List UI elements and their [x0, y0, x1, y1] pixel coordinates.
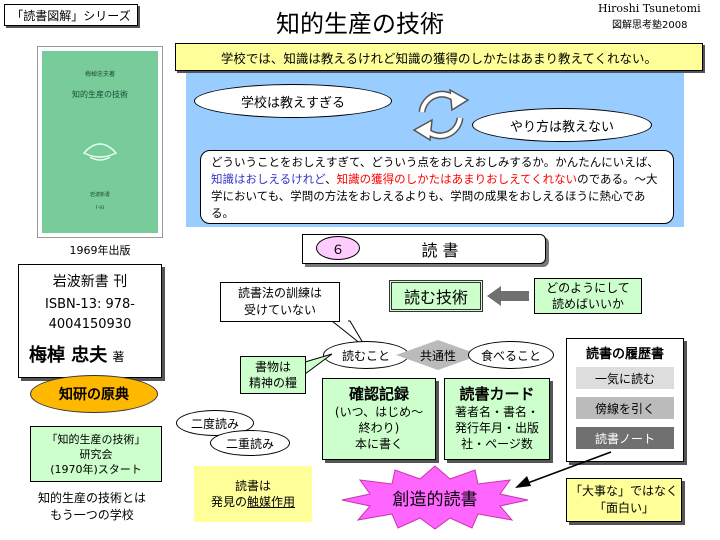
- chapter-title: 読 書: [421, 241, 459, 260]
- history-item-quick-read: 一気に読む: [576, 367, 674, 389]
- history-title: 読書の履歴書: [585, 347, 664, 362]
- caption-line-1: 知的生産の技術とは: [37, 491, 146, 505]
- creative-reading-label: 創造的読書: [392, 489, 478, 510]
- card-line-3: 社・ページ数: [461, 437, 533, 451]
- publisher: 岩波新書 刊: [52, 274, 128, 290]
- training-line-1: 読書法の訓練は: [237, 286, 322, 300]
- series-tag: 「読書図解」シリーズ: [4, 4, 138, 26]
- reading-ellipse: 読むこと: [323, 341, 409, 369]
- double-read-ellipse: 二重読み: [210, 430, 290, 456]
- explanation-comma: 、: [325, 172, 337, 186]
- cover-author: 梅棹忠夫著: [84, 71, 115, 78]
- left-arrow-icon: [487, 286, 529, 306]
- cover-publisher: 岩波新書: [89, 192, 110, 198]
- another-school-caption: 知的生産の技術とは もう一つの学校: [8, 490, 176, 524]
- caption-line-2: もう一つの学校: [50, 508, 134, 522]
- history-to-creative-arrow-icon: [515, 451, 612, 488]
- study-group-line-3: (1970年)スタート: [50, 462, 142, 476]
- catalyst-text: 触媒作用: [247, 495, 296, 509]
- book-author: 梅棹 忠夫 著: [29, 341, 159, 367]
- commonality-diamond: [396, 340, 480, 370]
- headline-box: 学校では、知識は教えるけれど知識の獲得のしかたはあまり教えてくれない。: [175, 43, 703, 71]
- cover-number: F-93: [95, 205, 105, 210]
- food-line-1: 書物は: [254, 360, 291, 374]
- history-item-underline: 傍線を引く: [576, 397, 674, 419]
- method-not-taught-ellipse: やり方は教えない: [472, 108, 652, 142]
- reading-card-box: 読書カード 著者名・書名・ 発行年月・出版 社・ページ数: [444, 378, 550, 460]
- training-line-2: 受けていない: [243, 303, 316, 317]
- discovery-box: 読書は 発見の触媒作用: [194, 466, 312, 522]
- commonality-label: 共通性: [419, 348, 456, 363]
- record-line-2: 終わり): [358, 421, 400, 435]
- confirmation-record-box: 確認記録 (いつ、はじめ～ 終わり) 本に書く: [322, 378, 436, 460]
- card-title: 読書カード: [459, 385, 535, 403]
- explanation-text-1: どういうことをおしえすぎて、どういう点をおしえおしみするか。かんたんにいえば、: [211, 155, 659, 169]
- explanation-acquisition: 知識の獲得のしかたはあまりおしえてくれない: [336, 172, 578, 186]
- study-group-box: 「知的生産の技術」 研究会 (1970年)スタート: [30, 426, 162, 482]
- cover-panel: 梅棹忠夫著 知的生産の技術 岩波新書 F-93: [42, 51, 158, 233]
- discovery-line-1: 読書は: [234, 479, 271, 493]
- cycle-arrows-icon: [412, 88, 470, 142]
- publication-year: 1969年出版: [69, 244, 131, 257]
- book-author-suffix: 著: [112, 350, 125, 364]
- card-line-2: 発行年月・出版: [454, 421, 539, 435]
- record-line-1: (いつ、はじめ～: [334, 405, 424, 419]
- classic-badge: 知研の原典: [30, 375, 158, 413]
- explanation-box: どういうことをおしえすぎて、どういう点をおしえおしみするか。かんたんにいえば、知…: [200, 150, 674, 224]
- food-line-2: 精神の糧: [248, 376, 297, 390]
- how-to-read-line-1: どのようにして: [546, 281, 630, 295]
- interesting-line-1: 「大事な」ではなく: [569, 484, 678, 498]
- isbn-line-1: ISBN-13: 978-: [45, 297, 135, 312]
- book-author-name: 梅棹 忠夫: [29, 345, 108, 366]
- reading-technique-box: 読む技術: [389, 280, 483, 312]
- record-line-3: 本に書く: [354, 437, 403, 451]
- book-cover: 梅棹忠夫著 知的生産の技術 岩波新書 F-93: [37, 46, 163, 238]
- interesting-box: 「大事な」ではなく 「面白い」: [566, 478, 682, 522]
- study-group-line-1: 「知的生産の技術」: [46, 432, 146, 446]
- cover-ornament: [82, 143, 118, 161]
- isbn-line-2: 4004150930: [48, 317, 132, 332]
- school-teaches-too-much-ellipse: 学校は教えすぎる: [194, 84, 392, 118]
- food-callout-tail: [304, 353, 333, 375]
- record-title: 確認記録: [348, 385, 409, 403]
- discovery-prefix: 発見の: [210, 495, 247, 509]
- how-to-read-box: どのようにして 読めばいいか: [534, 278, 642, 314]
- interesting-line-2: 「面白い」: [593, 501, 654, 515]
- food-callout: 書物は 精神の糧: [240, 356, 306, 394]
- reading-history-panel: 読書の履歴書 一気に読む 傍線を引く 読書ノート: [566, 338, 684, 462]
- book-info-box: 岩波新書 刊 ISBN-13: 978- 4004150930 梅棹 忠夫 著: [18, 264, 162, 378]
- explanation-text-2: のである。～大学においても、学問の方法をおしえるよりも、学問の成果をおしえるほう…: [211, 172, 658, 220]
- eating-ellipse: 食べること: [468, 341, 554, 369]
- chapter-number-badge: ６: [316, 236, 360, 260]
- organization: 図解思考塾2008: [612, 20, 688, 31]
- discovery-line-2: 発見の触媒作用: [211, 494, 295, 510]
- how-to-read-line-2: 読めばいいか: [551, 297, 624, 311]
- cover-title: 知的生産の技術: [72, 90, 128, 99]
- study-group-line-2: 研究会: [79, 447, 113, 461]
- explanation-knowledge: 知識はおしえるけれど: [211, 172, 326, 186]
- creative-reading-starburst: [341, 465, 529, 530]
- author-name: Hiroshi Tsunetomi: [598, 2, 701, 15]
- training-callout: 読書法の訓練は 受けていない: [220, 282, 340, 322]
- page-title: 知的生産の技術: [276, 9, 444, 38]
- history-item-notebook: 読書ノート: [576, 427, 674, 449]
- card-line-1: 著者名・書名・: [454, 405, 539, 419]
